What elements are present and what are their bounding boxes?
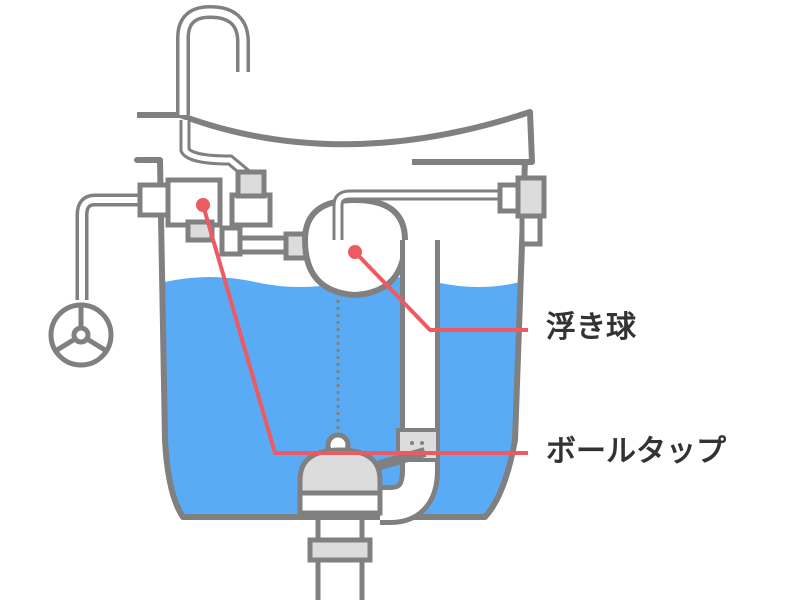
callout-dot-float-ball — [348, 245, 362, 259]
ball-tap-valve — [137, 169, 273, 257]
callout-line-float-ball — [353, 250, 528, 332]
inlet-pipe — [75, 193, 140, 300]
faucet-spout — [176, 4, 250, 115]
tank-body — [157, 159, 528, 520]
right-fitting — [497, 175, 547, 247]
stop-valve-handle — [48, 302, 114, 368]
drain-pipe — [307, 512, 373, 600]
flapper-valve — [297, 432, 383, 516]
label-ball-tap: ボールタップ — [546, 434, 726, 469]
callout-dot-ball-tap — [196, 198, 210, 212]
callout-lines — [201, 204, 528, 455]
label-float-ball: 浮き球 — [546, 310, 636, 345]
float-arm — [237, 231, 309, 261]
tank-lid — [134, 109, 535, 165]
callout-line-ball-tap — [201, 204, 528, 455]
